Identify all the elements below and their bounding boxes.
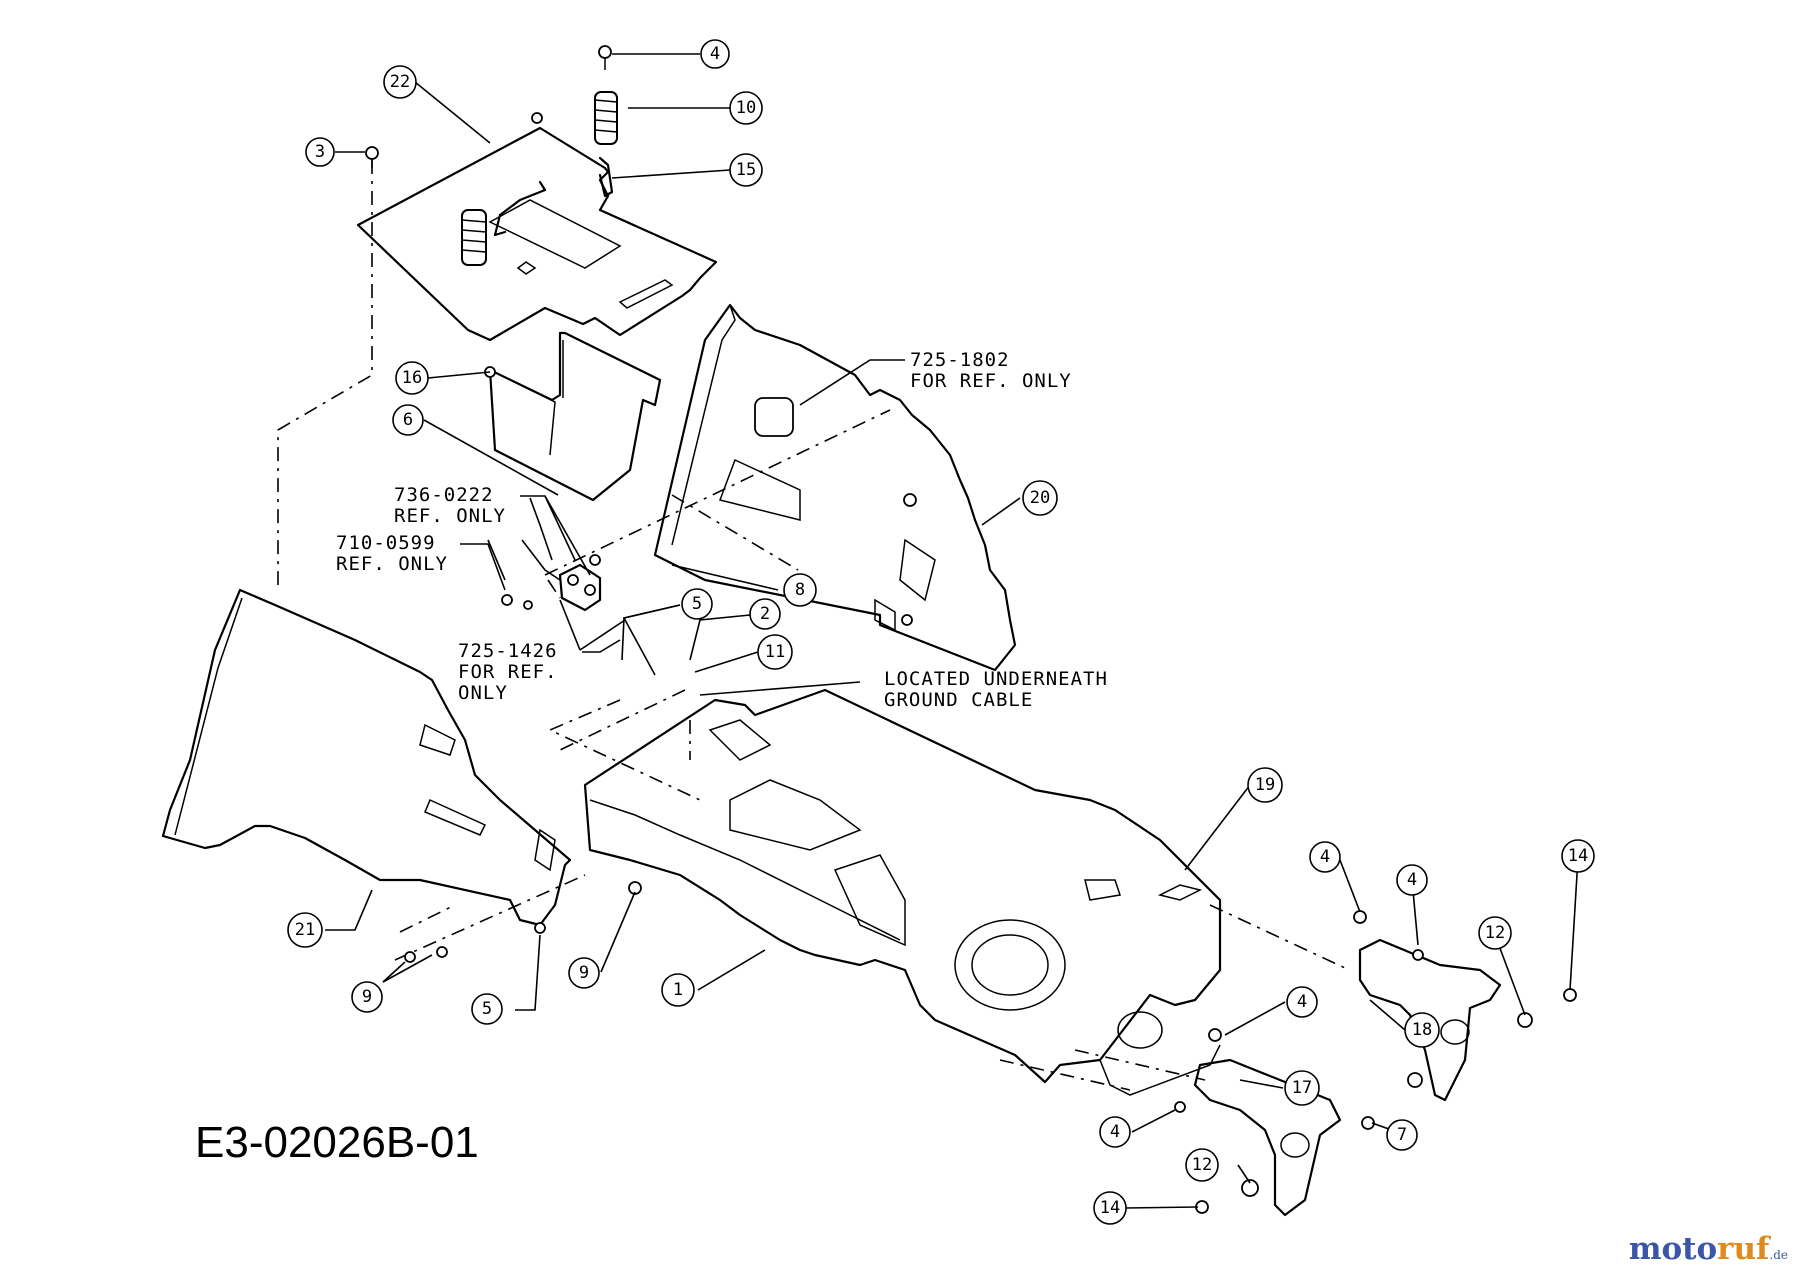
part-19-plate: [1157, 884, 1203, 901]
svg-text:4: 4: [710, 44, 720, 64]
balloon-7: 7: [1386, 1119, 1418, 1151]
svg-text:1: 1: [673, 980, 683, 1000]
svg-text:4: 4: [1110, 1122, 1120, 1142]
note-ground-cable: LOCATED UNDERNEATH GROUND CABLE: [884, 668, 1108, 711]
watermark-part2: ruf: [1717, 1231, 1770, 1267]
balloon-9-left: 9: [351, 981, 383, 1013]
svg-text:16: 16: [402, 368, 422, 388]
switch-assembly: [501, 554, 602, 612]
svg-text:FOR REF. ONLY: FOR REF. ONLY: [910, 370, 1072, 392]
note-725-1426: 725-1426 FOR REF. ONLY: [458, 639, 621, 704]
svg-text:17: 17: [1292, 1078, 1312, 1098]
svg-text:12: 12: [1192, 1155, 1212, 1175]
svg-text:REF. ONLY: REF. ONLY: [336, 553, 448, 575]
note-710-0599: 710-0599 REF. ONLY: [336, 532, 506, 591]
svg-text:725-1802: 725-1802: [910, 349, 1010, 371]
svg-text:725-1426: 725-1426: [458, 640, 558, 662]
balloon-3: 3: [305, 137, 335, 167]
svg-text:12: 12: [1485, 923, 1505, 943]
svg-text:19: 19: [1255, 775, 1275, 795]
part-15-wire-bracket: [493, 156, 614, 237]
part-20-rear-panel: [653, 303, 1017, 672]
balloon-6: 6: [392, 404, 424, 436]
svg-text:7: 7: [1397, 1125, 1407, 1145]
svg-text:6: 6: [403, 410, 413, 430]
svg-text:4: 4: [1297, 992, 1307, 1012]
svg-text:21: 21: [295, 920, 315, 940]
svg-text:22: 22: [390, 72, 410, 92]
svg-text:11: 11: [765, 642, 785, 662]
motoruf-watermark-logo: motoruf.de: [1629, 1231, 1788, 1267]
svg-text:5: 5: [692, 594, 702, 614]
svg-text:LOCATED UNDERNEATH: LOCATED UNDERNEATH: [884, 668, 1108, 690]
balloon-15: 15: [729, 153, 763, 187]
balloon-4-center: 4: [1286, 986, 1318, 1018]
leader-lines: [325, 53, 1579, 1209]
balloon-5-left: 5: [471, 993, 503, 1025]
svg-text:736-0222: 736-0222: [394, 484, 494, 506]
svg-text:4: 4: [1407, 870, 1417, 890]
balloon-22: 22: [383, 65, 417, 99]
balloon-12-bottom: 12: [1185, 1148, 1219, 1182]
balloon-1: 1: [661, 973, 695, 1007]
hardware-bolts-top: [365, 45, 612, 168]
balloon-5-center: 5: [681, 588, 713, 620]
svg-text:710-0599: 710-0599: [336, 532, 436, 554]
balloon-4-right-b: 4: [1396, 864, 1428, 896]
balloon-18: 18: [1404, 1012, 1440, 1048]
part-22-plate: [356, 126, 718, 342]
balloon-10: 10: [729, 91, 763, 125]
drawing-code-label: E3-02026B-01: [195, 1118, 479, 1167]
svg-text:REF. ONLY: REF. ONLY: [394, 505, 506, 527]
svg-text:15: 15: [736, 160, 756, 180]
hardware-bolts-right: [1174, 910, 1577, 1214]
balloon-4-bottom: 4: [1099, 1116, 1131, 1148]
svg-text:9: 9: [579, 963, 589, 983]
svg-text:9: 9: [362, 987, 372, 1007]
svg-text:2: 2: [760, 604, 770, 624]
svg-text:FOR REF.: FOR REF.: [458, 661, 558, 683]
svg-text:ONLY: ONLY: [458, 682, 508, 704]
part-6-box: [484, 331, 662, 502]
part-18-bracket: [1358, 938, 1502, 1102]
svg-text:5: 5: [482, 999, 492, 1019]
balloon-4-right-a: 4: [1309, 841, 1341, 873]
balloon-4-top: 4: [700, 39, 730, 69]
balloon-19: 19: [1247, 767, 1283, 803]
part-21-fender: [161, 588, 642, 963]
svg-text:8: 8: [795, 580, 805, 600]
balloon-14-bottom: 14: [1093, 1191, 1127, 1225]
balloon-14-right: 14: [1561, 839, 1595, 873]
note-736-0222: 736-0222 REF. ONLY: [394, 484, 591, 576]
balloon-17: 17: [1284, 1070, 1320, 1106]
svg-text:4: 4: [1320, 847, 1330, 867]
balloon-11: 11: [757, 634, 793, 670]
balloon-2: 2: [749, 598, 781, 630]
svg-text:20: 20: [1030, 488, 1050, 508]
part-10-springs: [461, 91, 618, 266]
svg-text:18: 18: [1412, 1020, 1432, 1040]
watermark-part1: moto: [1628, 1231, 1718, 1267]
svg-text:10: 10: [736, 98, 756, 118]
balloon-16: 16: [395, 361, 429, 395]
balloon-12-right: 12: [1478, 916, 1512, 950]
note-725-1802: 725-1802 FOR REF. ONLY: [799, 349, 1072, 406]
svg-text:3: 3: [315, 142, 325, 162]
balloon-9-center: 9: [568, 957, 600, 989]
balloon-8: 8: [783, 573, 817, 607]
assembly-lines: [277, 160, 1346, 1091]
part-1-frame: [583, 688, 1222, 1096]
balloon-20: 20: [1022, 480, 1058, 516]
watermark-suffix: .de: [1769, 1248, 1788, 1262]
svg-text:14: 14: [1100, 1198, 1120, 1218]
svg-text:14: 14: [1568, 846, 1588, 866]
svg-text:GROUND CABLE: GROUND CABLE: [884, 689, 1033, 711]
balloon-21: 21: [287, 912, 323, 948]
